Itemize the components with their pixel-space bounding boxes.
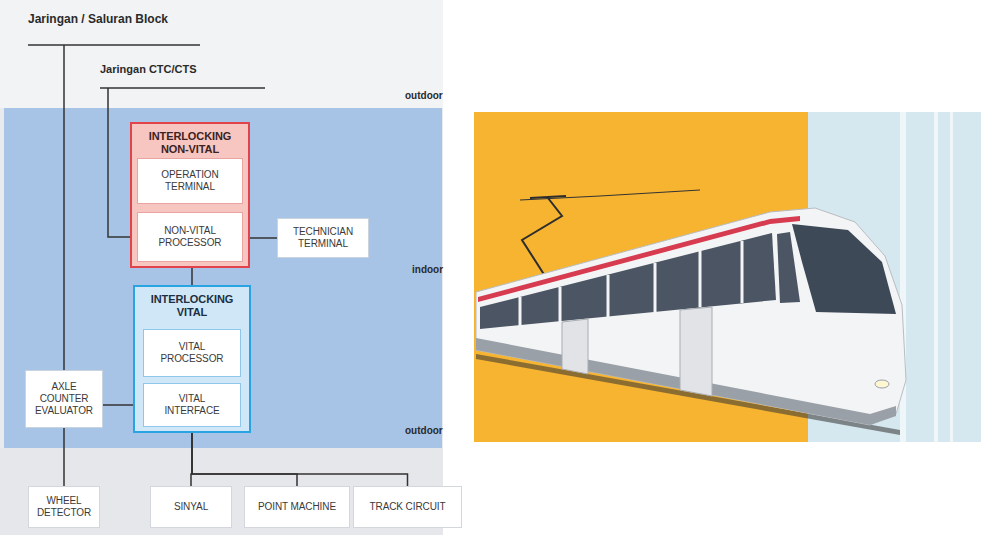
network-wire [63,45,65,370]
tram-door [680,307,712,396]
component-box: TRACK CIRCUIT [353,486,462,528]
connector-line [192,427,297,486]
network-line [28,44,200,46]
tram-illustration [476,190,906,435]
window-pillar [607,275,610,317]
component-box: VITAL PROCESSOR [143,329,241,377]
box-label: WHEEL DETECTOR [34,495,94,519]
component-box: NON-VITAL PROCESSOR [137,212,243,262]
box-label: NON-VITAL PROCESSOR [154,225,226,249]
tram-headlight [875,380,889,388]
box-label: POINT MACHINE [247,501,347,513]
overhead-wire [520,190,700,200]
connector-line [63,428,65,486]
group-box: INTERLOCKING NON-VITAL OPERATION TERMINAL… [130,122,250,268]
tram-door [562,319,588,374]
component-box: WHEEL DETECTOR [28,486,100,528]
tram-windshield [792,224,896,314]
window-pillar [654,263,657,312]
tram-windows [480,233,776,329]
zone-label: outdoor [405,90,443,101]
connector-line [192,427,408,486]
window-pillar [741,241,744,303]
zone-label: outdoor [405,425,443,436]
network-line [100,87,265,89]
box-label: SINYAL [152,501,230,513]
backdrop-stripe [934,112,938,442]
component-box: SINYAL [150,486,232,528]
panel-background [0,0,443,535]
box-label: VITAL INTERFACE [157,393,227,417]
pantograph [530,196,566,198]
box-label: TRACK CIRCUIT [358,501,458,513]
component-box: TECHNICIAN TERMINAL [277,218,369,258]
pantograph [522,198,562,276]
network-label: Jaringan CTC/CTS [100,63,197,75]
network-label: Jaringan / Saluran Block [28,12,168,26]
window-pillar [519,297,522,326]
cab-window [777,232,800,303]
component-box: POINT MACHINE [244,486,350,528]
zone-label: indoor [412,264,443,275]
component-box: AXLE COUNTER EVALUATOR [25,370,103,428]
outdoor-zone [0,0,443,108]
backdrop-stripe [950,112,953,442]
connector-line [191,427,192,486]
box-label: VITAL PROCESSOR [157,341,227,365]
indoor-zone [4,108,442,448]
tram-body [476,208,906,425]
box-label: OPERATION TERMINAL [154,169,226,193]
box-label: TECHNICIAN TERMINAL [283,226,363,250]
group-heading: INTERLOCKING NON-VITAL [142,130,238,155]
window-pillar [699,251,702,307]
component-box: OPERATION TERMINAL [137,158,243,204]
connector-line [191,268,193,285]
component-box: VITAL INTERFACE [143,383,241,427]
group-heading: INTERLOCKING VITAL [147,293,237,318]
box-label: AXLE COUNTER EVALUATOR [29,381,99,416]
window-pillar [559,287,562,322]
group-box: INTERLOCKING VITAL VITAL PROCESSOR VITAL I… [133,285,251,433]
